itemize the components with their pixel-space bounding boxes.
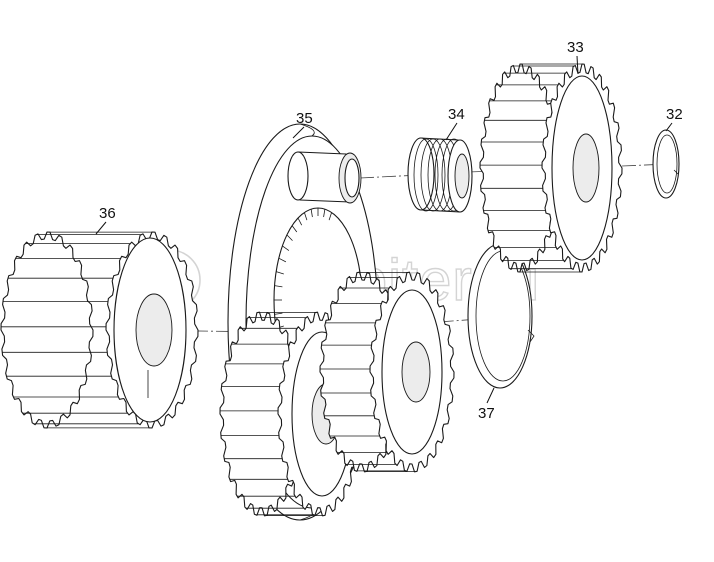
label-36: 36 [95, 205, 116, 235]
carrier-internal-tooth [276, 271, 284, 275]
part-number-33: 33 [567, 39, 584, 56]
needle-bearing-34 [407, 137, 473, 213]
part-number-37: 37 [478, 405, 495, 422]
label-33: 33 [567, 39, 584, 75]
planet-a-back-face [219, 311, 305, 517]
wide-gear-36 [0, 231, 199, 429]
snap-ring-32 [652, 129, 680, 199]
part-number-35: 35 [296, 110, 313, 127]
bearing-needle-row [413, 138, 439, 212]
label-35: 35 [292, 110, 313, 139]
label-37: 37 [478, 387, 495, 422]
planet-gear-middle [319, 271, 455, 473]
carrier-internal-tooth [282, 245, 290, 251]
carrier-internal-tooth [278, 257, 287, 263]
carrier-internal-tooth [323, 209, 326, 218]
part-number-32: 32 [666, 106, 683, 123]
carrier-internal-tooth [274, 285, 283, 288]
carrier-internal-tooth [304, 212, 308, 221]
carrier-internal-tooth [274, 312, 283, 315]
planet-gear-lower [219, 311, 363, 517]
carrier-internal-tooth [286, 234, 293, 241]
carrier-internal-tooth [297, 217, 303, 226]
part-number-34: 34 [448, 106, 465, 123]
bearing-needle-row [420, 138, 446, 212]
spur-gear-33 [479, 63, 623, 273]
part-number-36: 36 [99, 205, 116, 222]
carrier-internal-tooth [291, 225, 298, 233]
label-32: 32 [665, 106, 683, 132]
label-34: 34 [445, 106, 465, 141]
carrier-internal-tooth [328, 212, 332, 221]
gear-33-back-face [479, 63, 561, 273]
gear-36-back-face [0, 231, 94, 429]
carrier-internal-tooth [310, 209, 313, 218]
